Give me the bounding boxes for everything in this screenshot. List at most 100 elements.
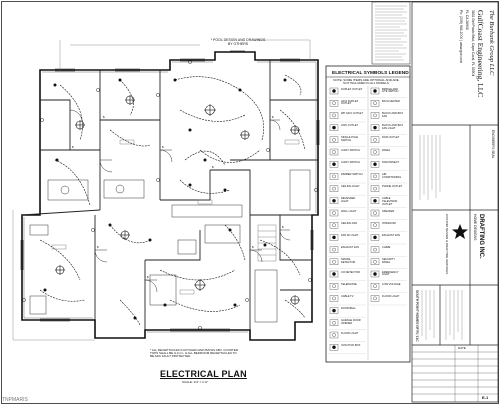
legend-item-label: SINGLE POLE SWITCH <box>341 136 359 143</box>
legend-item-label: BLOCK AND BOX FAN <box>382 111 404 118</box>
legend-item-label: WALL LIGHT <box>341 209 357 213</box>
legend-symbol <box>328 283 366 293</box>
legend-item-label: BRIDGE AND LITE SWITCH <box>382 87 399 94</box>
wall-offsets <box>23 61 317 333</box>
client-block: SOUTH POINT HOMES OF FL, LLC <box>415 290 419 342</box>
legend-symbol <box>369 258 407 269</box>
legend-symbol <box>369 209 407 220</box>
legend-symbol <box>328 295 366 306</box>
interior-walls <box>21 60 318 330</box>
legend-item-label: PANEL <box>382 148 391 152</box>
legend-panel <box>325 65 411 363</box>
svg-text:$: $ <box>72 145 74 149</box>
legend-symbol <box>328 258 366 269</box>
general-notes-lines <box>375 5 407 61</box>
legend-item-label: 4-WAY SWITCH <box>341 160 360 164</box>
legend-symbol <box>328 234 366 245</box>
legend-item-label: TELEPHONE <box>341 282 357 286</box>
legend-item-label: CHIME <box>382 246 391 250</box>
legend-symbol <box>328 161 366 171</box>
client-block-lines <box>417 135 463 340</box>
legend-symbol <box>369 283 407 293</box>
legend-item-label: CABLE TELEVISION OUTLET <box>382 197 398 206</box>
legend-item-label: 3-WAY SWITCH <box>341 148 360 152</box>
lanai-lines <box>12 39 311 341</box>
legend-item-label: FAN W/ LIGHT <box>341 233 359 237</box>
legend-item-label: CEILING FAN <box>341 221 358 225</box>
drafting-star-logo <box>452 224 468 239</box>
legend-symbol <box>328 307 366 318</box>
sheet-border <box>1 1 499 404</box>
svg-text:$: $ <box>212 165 214 169</box>
outlets <box>22 60 318 330</box>
legend-item-label: CABLE TV <box>341 294 354 298</box>
legend-item-label: BATH HEATER <box>382 99 400 103</box>
legend-item-label: JUNCTION BOX <box>341 343 361 347</box>
legend-symbol <box>328 173 366 184</box>
drafting-subtitle: HOME DESIGNS <box>473 214 477 241</box>
legend-item-label: DOOR BELL <box>341 307 356 311</box>
legend-item-label: WP GFCI OUTLET <box>341 111 363 115</box>
svg-text:$: $ <box>282 225 284 229</box>
drafting-company: DRAFTING INC. <box>478 214 484 259</box>
legend-item-label: SECURITY PANEL <box>382 258 396 265</box>
svg-text:$: $ <box>272 115 274 119</box>
legend-symbol <box>369 161 407 171</box>
company-license: FL CA 28908 <box>465 10 469 30</box>
light-fixtures <box>55 95 300 305</box>
legend-item-label: CO DETECTOR <box>341 270 360 274</box>
legend-item-label: AIR CONDITIONING <box>382 172 402 179</box>
legend-item-label: SPEAKER <box>382 209 395 213</box>
legend-symbol-rows <box>328 87 407 354</box>
legend-item-label: DUPLEX OUTLET <box>341 87 363 91</box>
legend-symbol <box>328 246 366 257</box>
doors <box>69 109 291 293</box>
general-notes-box <box>371 1 411 65</box>
legend-symbol <box>328 197 366 208</box>
legend-item-label: DIMMER SWITCH <box>341 172 363 176</box>
switches: $$$ $$$ $$$ <box>72 115 284 279</box>
title-block-frame <box>411 1 499 403</box>
company-script: The Burbank Group LLC <box>488 10 495 76</box>
stair-grid <box>257 224 277 262</box>
company-name: GulfCoast Engineering, LLC <box>476 10 485 98</box>
legend-item-label: GFCI DUPLEX OUTLET <box>341 99 359 106</box>
legend-item-label: INTERCOM <box>382 221 396 225</box>
company-address: 3831 Del Prado Blvd, Cape Coral, FL 3390… <box>471 10 475 77</box>
legend-symbol <box>369 136 407 147</box>
legend-item-label: CEILING LIGHT <box>341 185 360 189</box>
legend-item-label: RECESSED LIGHT <box>341 197 356 204</box>
engineer-seal-label: ENGINEER'S SEAL <box>491 130 495 159</box>
legend-symbol <box>328 185 366 196</box>
pool-note: * POOL DESIGN AND DRAWINGS BY OTHERS <box>210 38 266 46</box>
room-tags <box>51 139 300 295</box>
legend-symbol <box>369 124 407 135</box>
legend-title: ELECTRICAL SYMBOLS LEGEND <box>332 71 409 76</box>
svg-text:$: $ <box>147 275 149 279</box>
revision-table <box>412 345 498 402</box>
exterior-walls <box>21 51 319 341</box>
legend-symbol <box>369 148 407 159</box>
legend-item-label: EXHAUST FAN <box>382 233 400 237</box>
legend-symbol <box>369 173 407 184</box>
legend-symbol <box>369 295 407 306</box>
legend-item-label: SMOKE DETECTOR <box>341 258 356 265</box>
legend-symbol <box>328 100 366 110</box>
legend-item-label: FLOOD LIGHT <box>382 294 400 298</box>
legend-item-label: 220V OUTLET <box>341 124 359 128</box>
legend-symbol <box>369 100 407 110</box>
windows <box>20 50 320 332</box>
legend-item-label: PHONE OUTLET <box>382 185 403 189</box>
casework <box>29 169 311 323</box>
legend-symbol <box>369 185 407 196</box>
legend-symbol <box>328 136 366 147</box>
legend-symbol <box>328 87 366 98</box>
plan-title: ELECTRICAL PLAN <box>160 369 247 379</box>
receptacle-note: * ALL RECEPTACLES IN KITCHEN AND BATHS A… <box>150 348 239 358</box>
legend-symbol <box>328 112 366 123</box>
legend-symbol <box>328 331 366 342</box>
project-label: CUSTOM DESIGN & DRAFTING SERVICES <box>445 214 449 275</box>
company-contact: Ph: (239) 945-2000 | www.gce.com <box>459 10 463 63</box>
